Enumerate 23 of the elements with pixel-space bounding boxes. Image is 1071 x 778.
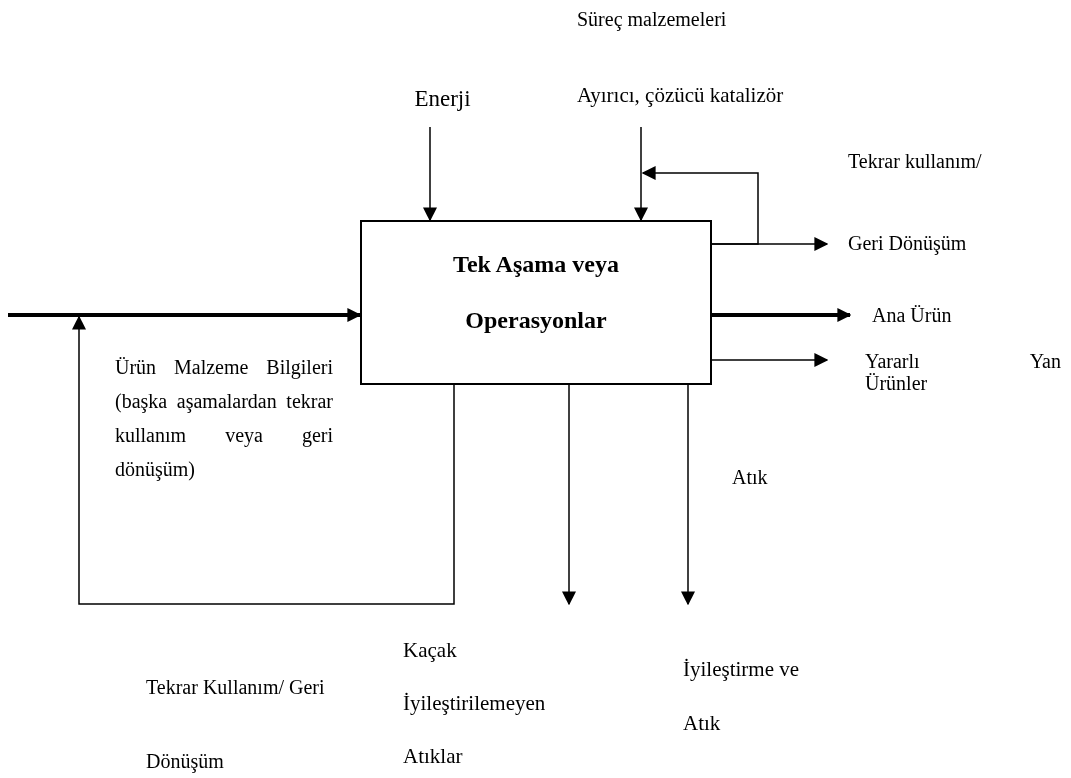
flow-label: Süreç malzemeleri <box>576 7 728 33</box>
flow-label: Tekrar kullanım/ <box>848 149 983 174</box>
arrow <box>72 315 455 605</box>
arrow <box>8 308 362 322</box>
flow-label: İyileştirme ve Atık <box>683 656 801 737</box>
flow-label: Yararlı Yan Ürünler <box>865 350 1061 394</box>
flow-label: Ana Ürün <box>872 303 952 328</box>
process-title: Tek Aşama veya Operasyonlar <box>452 250 620 335</box>
flow-label: Enerji <box>414 85 471 113</box>
arrow <box>562 384 576 606</box>
arrow <box>634 126 648 222</box>
arrow <box>711 353 829 367</box>
flow-label: Geri Dönüşüm <box>848 231 968 257</box>
arrow <box>712 308 852 322</box>
note-text: Ürün Malzeme Bilgileri (başka aşamalardan tekrar kullanım veya geri dönüşüm) <box>115 355 333 483</box>
arrow <box>423 126 437 222</box>
arrow <box>681 384 695 606</box>
flow-label: Kaçak İyileştirilemeyen Atıklar <box>403 637 547 770</box>
note-text: Atık <box>732 465 768 490</box>
arrow <box>641 166 759 245</box>
note-text: Tekrar Kullanım/ Geri Dönüşüm <box>146 675 326 775</box>
process-box <box>360 220 712 385</box>
flow-label: Ayırıcı, çözücü katalizör <box>576 81 785 109</box>
